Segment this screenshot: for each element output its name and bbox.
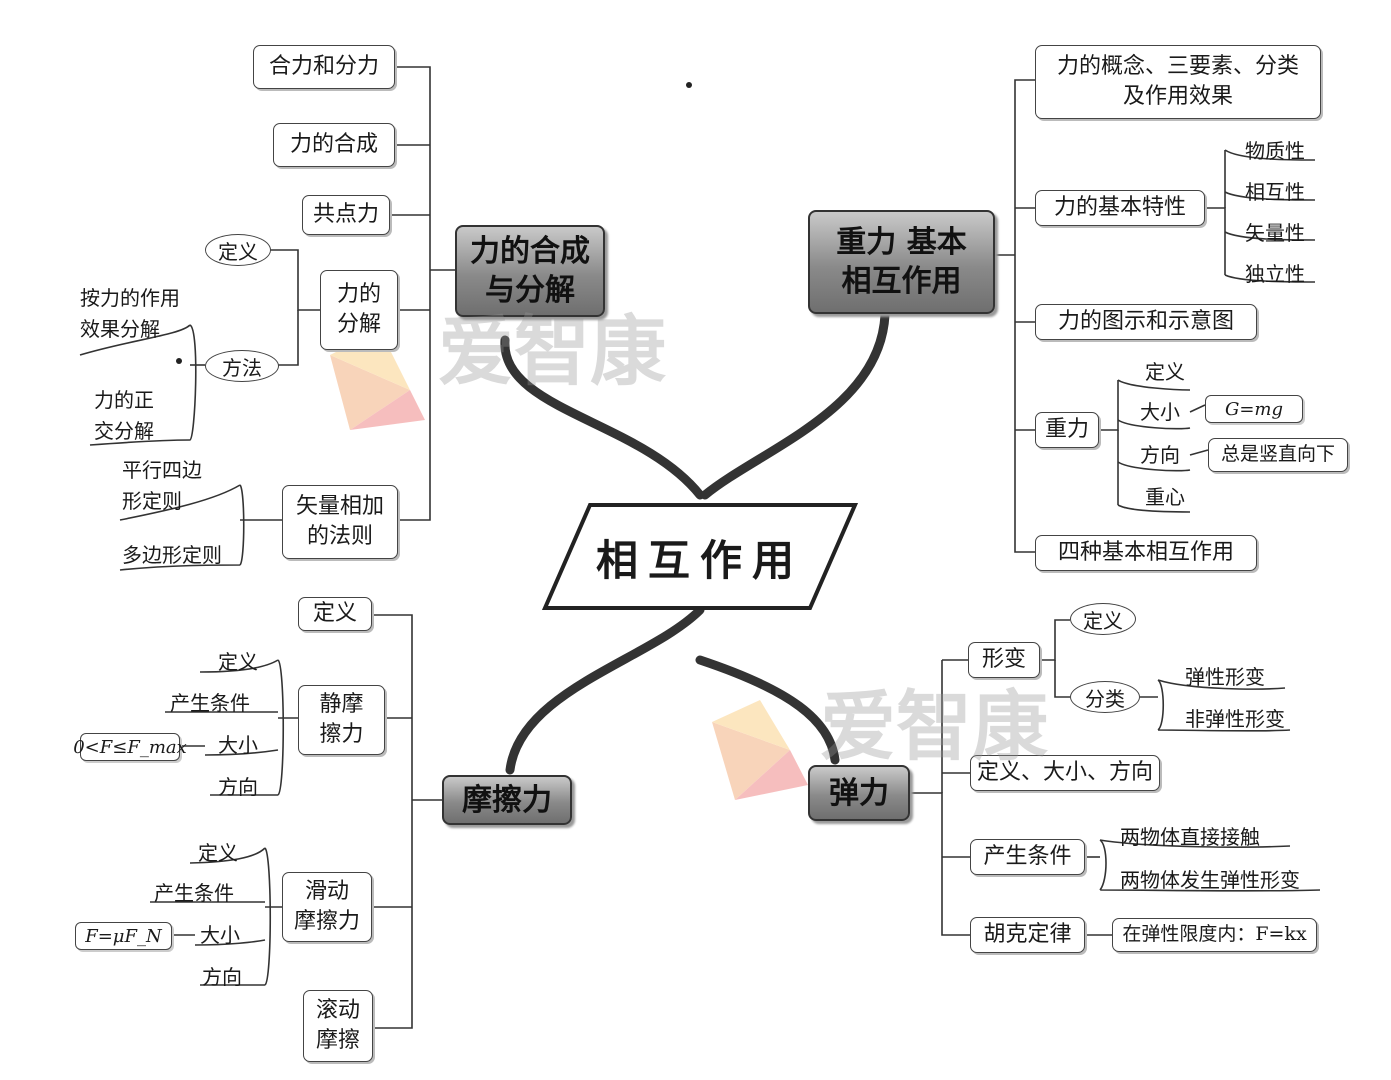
leaf-sliding-magnitude: 大小 — [200, 923, 240, 947]
node-force-synthesis[interactable]: 力的合成 — [273, 123, 395, 167]
node-deformation[interactable]: 形变 — [968, 642, 1040, 678]
watermark-text: 爱智康 — [820, 682, 1048, 771]
leaf-gravity-magnitude: 大小 — [1140, 400, 1180, 424]
node-always-vertical-down: 总是竖直向下 — [1208, 438, 1348, 472]
node-sliding-friction[interactable]: 滑动 摩擦力 — [282, 872, 372, 942]
center-title: 相互作用 — [595, 536, 804, 585]
hub-friction[interactable]: 摩擦力 — [442, 775, 572, 825]
leaf-sliding-definition: 定义 — [198, 841, 238, 865]
node-hooke-formula: 在弹性限度内：F=kx — [1112, 918, 1317, 952]
leaf-polygon-rule: 多边形定则 — [122, 543, 222, 567]
leaf-static-definition: 定义 — [218, 650, 258, 674]
oval-method[interactable]: 方法 — [205, 350, 279, 382]
node-def-size-direction[interactable]: 定义、大小、方向 — [970, 755, 1160, 791]
leaf-independence: 独立性 — [1245, 262, 1305, 286]
leaf-static-condition: 产生条件 — [170, 691, 250, 715]
leaf-elastic-deformation-occurs: 两物体发生弹性形变 — [1120, 868, 1300, 892]
oval-definition[interactable]: 定义 — [205, 234, 271, 266]
node-hookes-law[interactable]: 胡克定律 — [970, 917, 1085, 953]
formula-g-equals-mg: G=mg — [1205, 395, 1303, 423]
leaf-parallelogram-rule: 平行四边 形定则 — [122, 458, 202, 513]
node-force-diagram[interactable]: 力的图示和示意图 — [1035, 304, 1257, 340]
node-basic-properties[interactable]: 力的基本特性 — [1035, 190, 1205, 226]
node-vector-addition-rule[interactable]: 矢量相加 的法则 — [282, 485, 398, 559]
node-elastic-conditions[interactable]: 产生条件 — [970, 839, 1085, 875]
node-four-interactions[interactable]: 四种基本相互作用 — [1035, 535, 1257, 571]
watermark-logo — [330, 330, 808, 800]
leaf-orthogonal-decomposition: 力的正 交分解 — [94, 388, 154, 443]
node-rolling-friction[interactable]: 滚动 摩擦 — [303, 990, 373, 1062]
leaf-materiality: 物质性 — [1245, 139, 1305, 163]
leaf-sliding-condition: 产生条件 — [154, 881, 234, 905]
leaf-sliding-direction: 方向 — [202, 965, 242, 989]
leaf-static-direction: 方向 — [218, 775, 258, 799]
formula-sliding-friction: F=μF_N — [75, 922, 172, 950]
watermark-text: 爱智康 — [438, 307, 666, 396]
oval-deform-definition[interactable]: 定义 — [1070, 603, 1136, 635]
node-force-decomposition[interactable]: 力的 分解 — [320, 270, 398, 350]
node-gravity[interactable]: 重力 — [1035, 412, 1099, 448]
node-resultant-component[interactable]: 合力和分力 — [253, 45, 395, 89]
leaf-elastic-deformation: 弹性形变 — [1185, 665, 1265, 689]
leaf-effect-decomposition: 按力的作用 效果分解 — [80, 286, 180, 341]
leaf-gravity-direction: 方向 — [1140, 443, 1180, 467]
leaf-inelastic-deformation: 非弹性形变 — [1185, 707, 1285, 731]
leaf-mutuality: 相互性 — [1245, 180, 1305, 204]
hub-gravity-basic-interaction[interactable]: 重力 基本 相互作用 — [808, 210, 995, 314]
hub-force-composition[interactable]: 力的合成 与分解 — [455, 225, 605, 317]
leaf-vector-nature: 矢量性 — [1245, 221, 1305, 245]
leaf-static-magnitude: 大小 — [218, 733, 258, 757]
stray-dot — [686, 82, 692, 88]
center-parallelogram — [541, 503, 859, 610]
bullet-dot — [176, 358, 182, 364]
leaf-center-of-gravity: 重心 — [1145, 485, 1185, 509]
hub-elastic-force[interactable]: 弹力 — [808, 765, 910, 821]
node-static-friction[interactable]: 静摩 擦力 — [298, 685, 385, 755]
oval-deform-classification[interactable]: 分类 — [1070, 681, 1140, 713]
leaf-direct-contact: 两物体直接接触 — [1120, 825, 1260, 849]
node-friction-definition[interactable]: 定义 — [298, 597, 372, 631]
node-force-concept[interactable]: 力的概念、三要素、分类 及作用效果 — [1035, 45, 1321, 119]
leaf-gravity-definition: 定义 — [1145, 360, 1185, 384]
formula-static-range: 0<F≤F_max — [73, 733, 187, 761]
node-concurrent-forces[interactable]: 共点力 — [302, 195, 390, 235]
